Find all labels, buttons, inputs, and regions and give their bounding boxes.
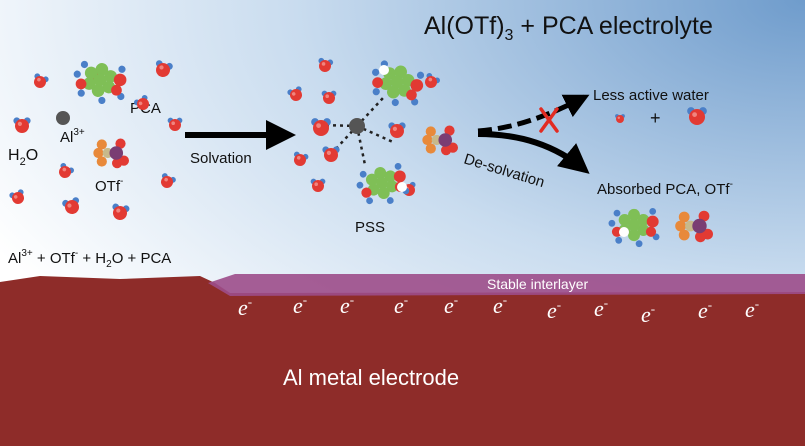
outcome-plus-sign: + xyxy=(650,108,661,128)
pss-label: PSS xyxy=(355,219,385,236)
water-molecule-icon xyxy=(112,203,130,220)
otf-anion-icon xyxy=(93,138,129,169)
pca-molecule-icon xyxy=(73,60,127,105)
electron-symbol: e- xyxy=(594,295,608,321)
title: Al(OTf)3 + PCA electrolyte xyxy=(424,12,713,44)
title-main: Al(OTf) xyxy=(424,12,505,40)
water-molecule-icon xyxy=(161,173,176,188)
water-molecule-icon xyxy=(13,117,31,133)
title-subscript: 3 xyxy=(505,27,514,44)
water-molecule-icon xyxy=(311,118,331,136)
electron-symbol: e- xyxy=(340,292,354,318)
water-molecule-icon xyxy=(293,151,309,166)
water-molecule-icon xyxy=(34,73,49,88)
otf-anion-icon xyxy=(675,210,713,243)
water-molecule-icon xyxy=(318,57,334,72)
title-rest: + PCA electrolyte xyxy=(513,12,712,40)
water-molecule-icon xyxy=(59,162,75,178)
water-molecule-icon xyxy=(615,114,625,123)
al-ion-icon xyxy=(349,118,365,134)
otf-anion-icon xyxy=(422,125,458,156)
electron-symbol: e- xyxy=(444,292,458,318)
water-molecule-icon xyxy=(322,146,340,162)
electrode-label: Al metal electrode xyxy=(283,365,459,390)
electron-symbol: e- xyxy=(698,297,712,323)
electron-symbol: e- xyxy=(493,292,507,318)
solvation-label: Solvation xyxy=(190,150,252,167)
electron-symbol: e- xyxy=(394,292,408,318)
molecule-layer xyxy=(9,57,713,248)
electron-row: e-e-e-e-e-e-e-e-e-e-e- xyxy=(238,292,759,327)
al-ion-icon xyxy=(56,111,70,125)
electrode-body xyxy=(0,276,805,446)
otf-label: OTf- xyxy=(95,176,123,195)
water-molecule-icon xyxy=(310,178,326,192)
water-molecule-icon xyxy=(62,197,80,214)
water-molecule-icon xyxy=(321,90,337,104)
electron-symbol: e- xyxy=(745,296,759,322)
pca-molecule-icon xyxy=(372,60,425,107)
water-label: H2O xyxy=(8,147,38,168)
less-active-water-label: Less active water xyxy=(593,87,709,104)
water-molecule-icon xyxy=(155,60,173,77)
stable-interlayer xyxy=(208,274,805,296)
mixture-label: Al3+ + OTf- + H2O + PCA xyxy=(8,248,171,270)
water-molecule-icon xyxy=(425,72,441,88)
interlayer-label: Stable interlayer xyxy=(487,276,589,292)
electron-symbol: e- xyxy=(293,292,307,318)
absorbed-label: Absorbed PCA, OTf- xyxy=(597,179,733,198)
water-molecule-icon xyxy=(687,107,707,125)
water-molecule-icon xyxy=(167,117,183,131)
electron-symbol: e- xyxy=(641,301,655,327)
blocked-cross-icon xyxy=(539,107,559,133)
desolvation-arrow-down xyxy=(477,131,590,174)
water-molecule-icon xyxy=(9,189,24,204)
electron-symbol: e- xyxy=(547,297,561,323)
desolvation-arrow-up xyxy=(477,94,590,134)
al-ion-label: Al3+ xyxy=(60,127,85,146)
water-molecule-icon xyxy=(388,122,406,138)
water-molecule-icon xyxy=(133,94,149,110)
water-molecule-icon xyxy=(287,86,302,101)
electron-symbol: e- xyxy=(238,294,252,320)
